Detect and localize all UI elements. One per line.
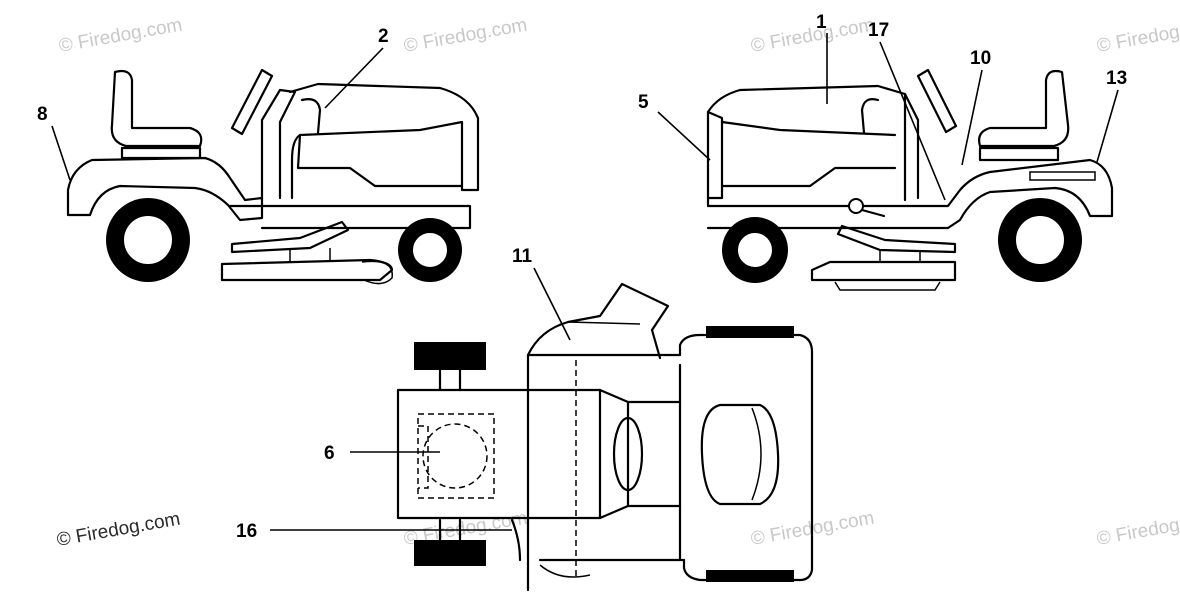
seat-base (120, 146, 202, 160)
lever-arc (510, 518, 522, 562)
callout-13: 13 (1106, 68, 1127, 89)
hood (288, 82, 480, 200)
callout-16: 16 (236, 521, 257, 542)
mower-deck (220, 258, 394, 282)
tractor-right-side-view (706, 68, 1114, 291)
leader-10 (961, 69, 983, 166)
watermark: © Firedog.com (402, 15, 529, 57)
frame-rails (598, 388, 682, 520)
mower-lift-arm (836, 224, 957, 254)
leader-5 (657, 111, 711, 161)
hood-front (706, 110, 724, 200)
deck-hangers (879, 250, 921, 262)
callout-2: 2 (378, 26, 389, 47)
callout-labels: 8 2 1 17 10 13 5 11 6 16 (37, 12, 1127, 542)
hood-top (700, 403, 780, 506)
seat-base (978, 146, 1060, 162)
discharge-chute (526, 282, 670, 360)
rear-fender (66, 156, 264, 222)
leader-17 (879, 41, 946, 201)
front-wheel-hub (736, 231, 774, 269)
hood-crease (751, 407, 762, 501)
watermark-layer: © Firedog.com © Firedog.com © Firedog.co… (55, 15, 1180, 551)
lift-lever (860, 208, 886, 218)
watermark: © Firedog.com (1095, 15, 1180, 57)
front-tire-bottom (706, 570, 794, 582)
seat-detail (418, 425, 429, 489)
tractor-top-view (396, 282, 814, 592)
chassis-and-fender (706, 158, 1114, 230)
hood-side (720, 166, 897, 188)
lift-lever-knob (848, 198, 864, 214)
callout-6: 6 (324, 443, 335, 464)
rear-wheel-hub (122, 214, 174, 266)
mower-lift-arm (230, 220, 350, 254)
hood-scoop (300, 98, 322, 135)
hood (706, 84, 907, 207)
watermark: © Firedog.com (1095, 508, 1180, 550)
seat-dial (422, 423, 488, 489)
leader-2 (324, 47, 384, 109)
fender-decal-13 (1029, 171, 1096, 181)
steering-column (903, 92, 920, 200)
leader-lines (51, 33, 1119, 531)
leader-8 (51, 125, 71, 181)
chassis (228, 204, 472, 230)
rear-body (396, 388, 602, 520)
rear-tire-bottom (414, 540, 486, 566)
callout-17: 17 (868, 20, 889, 41)
rear-wheel-hub (1014, 214, 1066, 266)
rear-tire-top (414, 342, 486, 370)
callout-8: 8 (37, 104, 48, 125)
steering-wheel (230, 68, 274, 136)
callout-11: 11 (512, 246, 533, 267)
front-tire-top (706, 326, 794, 338)
leader-11 (533, 267, 571, 341)
deck-hangers (289, 248, 331, 262)
leader-13 (1096, 89, 1119, 163)
deck-outline (526, 333, 814, 592)
steering-column (260, 88, 297, 200)
chute-line (567, 321, 641, 325)
watermark-prominent: © Firedog.com (55, 509, 182, 551)
watermark: © Firedog.com (57, 15, 184, 57)
hood-scoop (860, 98, 880, 135)
hood-side (296, 133, 464, 188)
mower-deck (810, 260, 957, 282)
callout-5: 5 (638, 92, 649, 113)
rear-axles (438, 368, 462, 542)
callout-1: 1 (816, 12, 827, 33)
seat-back (110, 69, 203, 148)
seat-footprint (417, 413, 495, 499)
watermark: © Firedog.com (749, 15, 876, 57)
steering-wheel-top (612, 416, 644, 492)
seat-back (978, 69, 1070, 148)
callout-10: 10 (970, 48, 991, 69)
front-wheel-hub (411, 231, 449, 269)
deck-chute (361, 260, 393, 285)
deck-chute (834, 281, 941, 291)
steering-wheel (916, 68, 958, 134)
tractor-left-side-view (66, 68, 480, 285)
hood-line (720, 120, 897, 137)
deck-arc (539, 564, 591, 578)
